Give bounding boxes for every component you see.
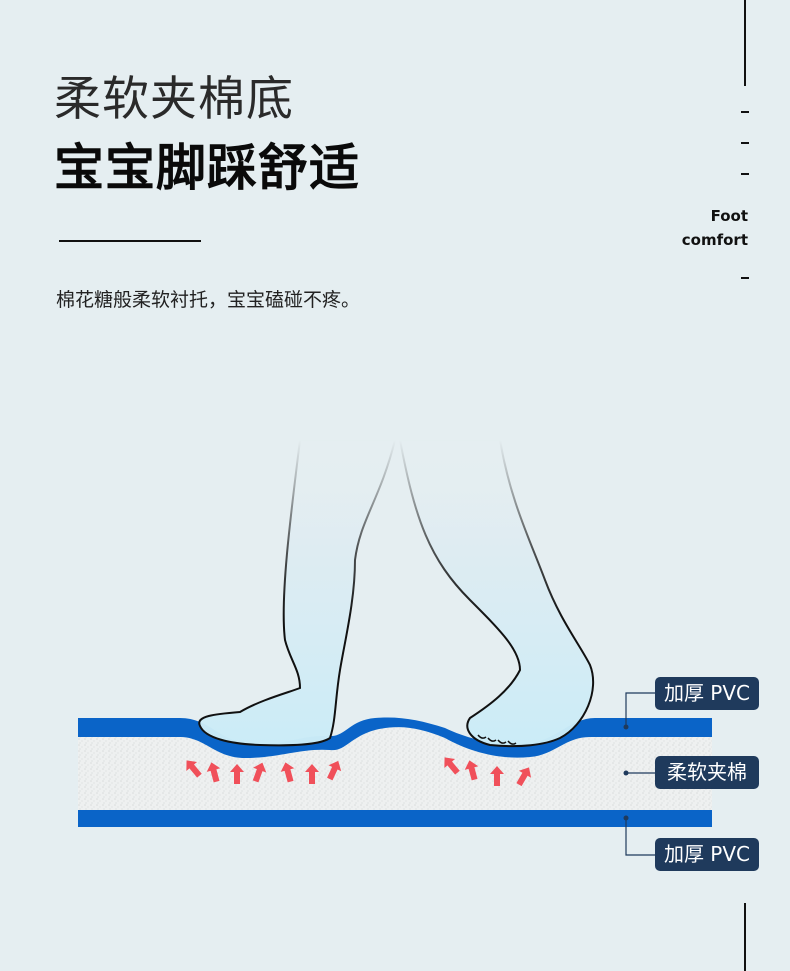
arrow-up [516,767,532,787]
cotton-layer [78,727,712,810]
arrow-up [327,760,342,781]
title-bold: 宝宝脚踩舒适 [54,139,360,197]
label-bottom-pvc: 加厚 PVC [655,838,759,871]
side-caption-line1: Foot [710,207,748,225]
toe-lines [477,734,517,745]
side-caption-line2: comfort [681,231,748,249]
rail-dash [741,173,749,175]
label-top-pvc: 加厚 PVC [655,677,759,710]
arrow-up [206,762,221,783]
title-underline [59,240,201,242]
rail-dash [741,277,749,279]
arrow-up [252,762,267,783]
title-light: 柔软夹棉底 [54,72,294,127]
arrow-up [305,764,319,784]
callout-lines [625,692,655,856]
rail-bottom-line [744,903,746,971]
top-pvc-layer [78,717,712,758]
side-caption: Foot comfort [682,204,748,252]
arrow-up [230,764,244,784]
arrow-up [186,760,202,778]
left-leg [198,440,397,747]
rail-dash [741,142,749,144]
description: 棉花糖般柔软衬托，宝宝磕碰不疼。 [56,289,361,311]
right-leg [398,440,595,748]
rail-top-line [744,0,746,86]
arrow-up [464,760,479,781]
arrow-up [490,766,504,786]
rail-dash [741,111,749,113]
sole-illustration [78,440,712,856]
callout-dots [623,724,629,821]
label-cotton: 柔软夹棉 [655,756,759,789]
arrow-up [444,757,460,775]
pressure-arrows [186,757,532,787]
bottom-pvc-layer [78,810,712,827]
arrow-up [280,762,295,783]
